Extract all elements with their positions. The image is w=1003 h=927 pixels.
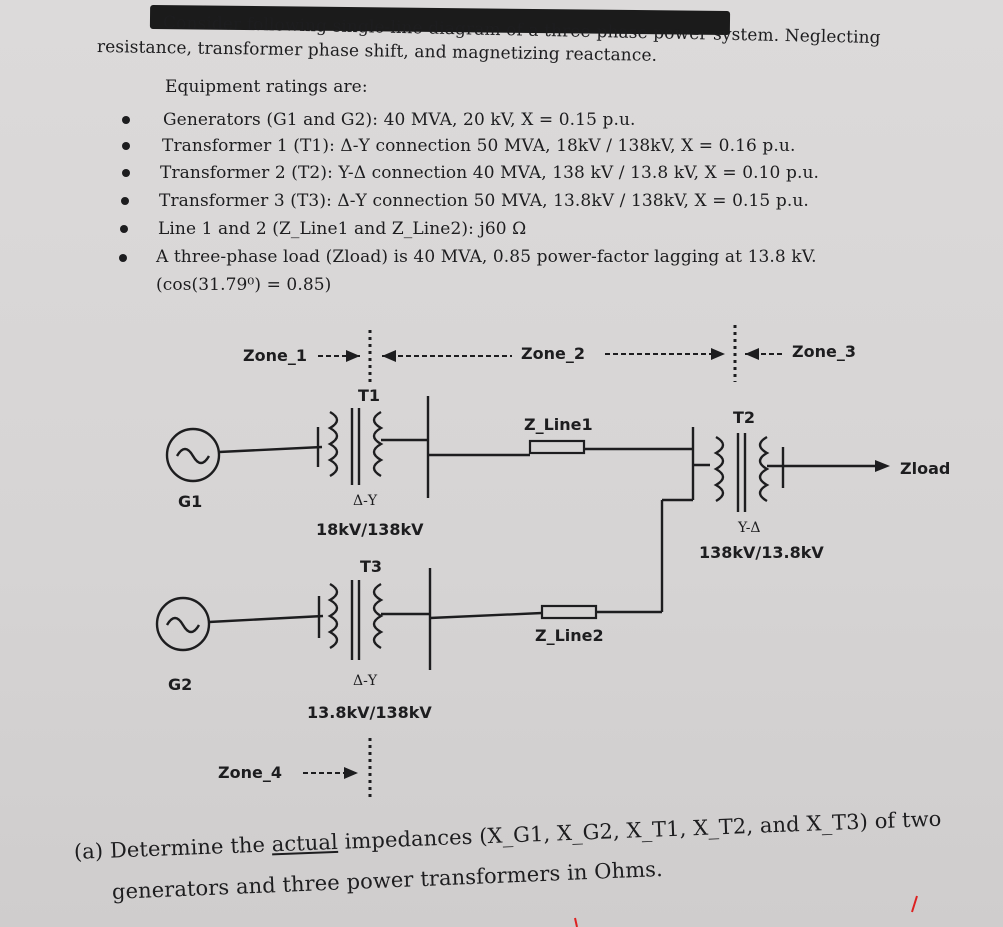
red-mark-bottom [574, 917, 578, 927]
rating-t2: Transformer 2 (T2): Y-Δ connection 40 MV… [160, 163, 820, 183]
g1-label: G1 [178, 492, 203, 511]
t2-primary-coil [713, 435, 725, 503]
t1-primary-coil [327, 410, 339, 478]
zone1-arrowhead [346, 350, 360, 362]
red-mark-right [911, 895, 918, 913]
t3-connection: Δ-Y [353, 673, 378, 689]
zload-arrowhead [875, 460, 890, 472]
zone3-arrowhead [745, 348, 759, 360]
rating-load-cont: (cos(31.79⁰) = 0.85) [156, 275, 332, 295]
zone1-label: Zone_1 [243, 346, 307, 365]
rating-generators: Generators (G1 and G2): 40 MVA, 20 kV, X… [163, 110, 636, 130]
t1-ratio: 18kV/138kV [316, 520, 424, 539]
zone2-label: Zone_2 [521, 344, 585, 363]
t2-label: T2 [733, 408, 756, 427]
zone4-arrowhead [344, 767, 358, 779]
g1-lead [218, 445, 323, 454]
g2-sine [165, 616, 201, 634]
t2-secondary-coil [758, 435, 770, 503]
g2-lead [208, 614, 324, 624]
bullet [120, 225, 128, 233]
bullet [119, 254, 127, 262]
rating-lines: Line 1 and 2 (Z_Line1 and Z_Line2): j60 … [158, 219, 527, 239]
t1-label: T1 [358, 386, 381, 405]
z-line2-label: Z_Line2 [535, 626, 604, 645]
t2-ratio: 138kV/13.8kV [699, 543, 824, 562]
t3-label: T3 [360, 557, 383, 576]
t3-primary-coil [327, 582, 339, 650]
g2-label: G2 [168, 675, 193, 694]
bullet [122, 116, 130, 124]
bullet [121, 197, 129, 205]
zone2-arrowhead-right [711, 348, 725, 360]
z-line1-label: Z_Line1 [524, 415, 593, 434]
zone4-label: Zone_4 [218, 763, 282, 782]
line2-left [429, 611, 543, 620]
t1-secondary-coil [372, 410, 384, 478]
g1-symbol [165, 427, 221, 483]
zone2-arrowhead-left [382, 350, 396, 362]
t3-ratio: 13.8kV/138kV [307, 703, 432, 722]
z-line1-symbol [528, 439, 586, 455]
t1-connection: Δ-Y [353, 493, 378, 509]
rating-t1: Transformer 1 (T1): Δ-Y connection 50 MV… [162, 136, 796, 156]
rating-load: A three-phase load (Zload) is 40 MVA, 0.… [156, 247, 817, 267]
t3-secondary-coil [372, 582, 384, 650]
g1-sine [175, 447, 211, 465]
ratings-heading: Equipment ratings are: [165, 77, 368, 97]
bullet [122, 142, 130, 150]
rating-t3: Transformer 3 (T3): Δ-Y connection 50 MV… [159, 191, 809, 211]
t2-connection: Y-Δ [738, 520, 761, 536]
zload-label: Zload [900, 459, 951, 478]
z-line2-symbol [540, 604, 598, 620]
bullet [122, 169, 130, 177]
g2-symbol [155, 596, 211, 652]
zone3-label: Zone_3 [792, 342, 856, 361]
